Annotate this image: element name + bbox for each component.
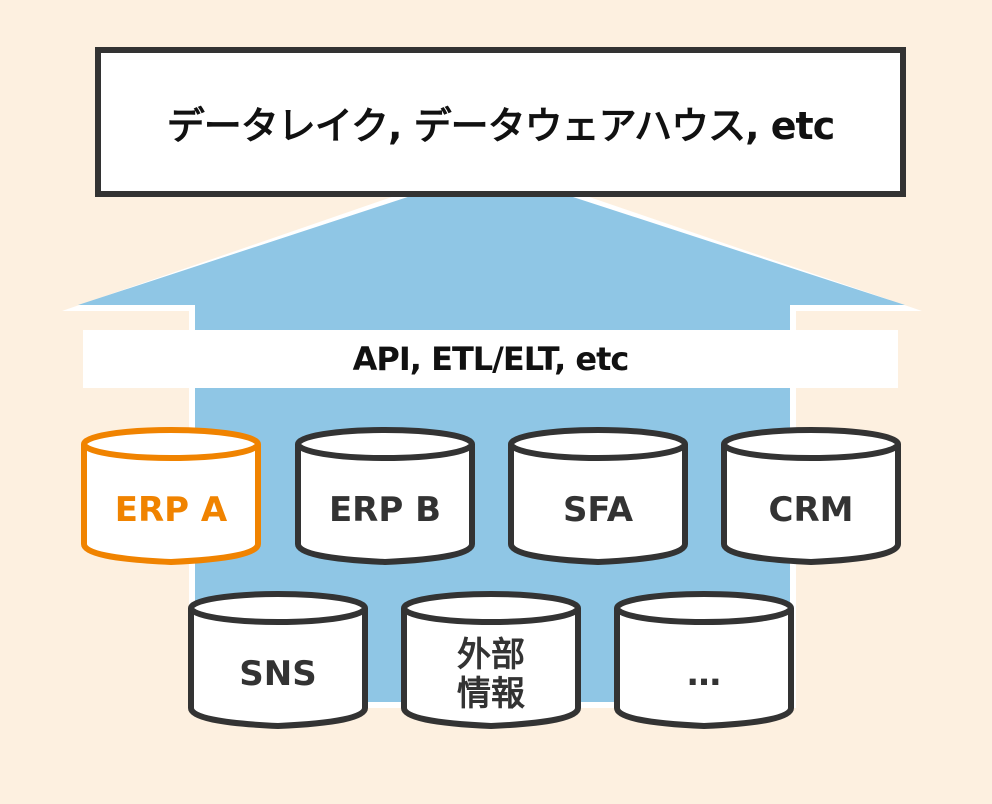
- database-erp-b: ERP B: [294, 426, 476, 566]
- database-cylinder-icon: [721, 427, 901, 565]
- destination-title: データレイク, データウェアハウス, etc: [166, 103, 836, 148]
- arrow-body: [78, 170, 905, 702]
- database-cylinder-icon: [81, 427, 261, 565]
- database-external-info: 外部 情報: [400, 590, 582, 730]
- database-cylinder-icon: [295, 427, 475, 565]
- database-sfa: SFA: [507, 426, 689, 566]
- database-cylinder-icon: [188, 591, 368, 729]
- database-label: ERP B: [328, 490, 442, 531]
- database-label: SFA: [562, 490, 634, 531]
- destination-box: データレイク, データウェアハウス, etc: [95, 47, 906, 197]
- integration-band: API, ETL/ELT, etc: [83, 330, 898, 388]
- database-cylinder-icon: [401, 591, 581, 729]
- database-more: …: [613, 590, 795, 730]
- database-cylinder-icon: [508, 427, 688, 565]
- database-cylinder-icon: [614, 591, 794, 729]
- database-crm: CRM: [720, 426, 902, 566]
- database-label: 外部 情報: [457, 634, 525, 714]
- database-label: …: [687, 654, 721, 695]
- database-label: ERP A: [114, 490, 228, 531]
- database-erp-a: ERP A: [80, 426, 262, 566]
- database-label: SNS: [239, 654, 317, 695]
- integration-label: API, ETL/ELT, etc: [352, 340, 630, 378]
- database-sns: SNS: [187, 590, 369, 730]
- database-label: CRM: [768, 490, 854, 531]
